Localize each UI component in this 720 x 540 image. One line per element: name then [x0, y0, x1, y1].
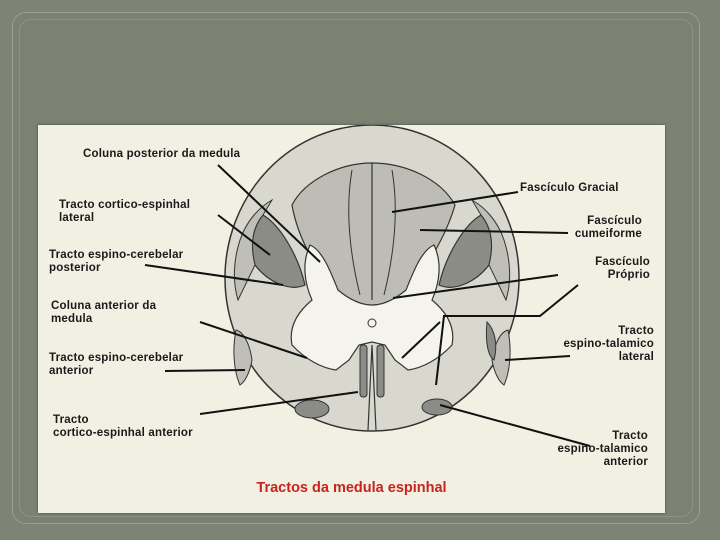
label-tracto-espino-cerebelar-anterior: Tracto espino-cerebelar anterior — [49, 352, 184, 377]
ventral-tract-right — [421, 398, 453, 416]
central-canal — [367, 318, 377, 328]
label-fasciculo-proprio: Fascículo Próprio — [595, 256, 650, 281]
figure-caption: Tractos da medula espinhal — [256, 480, 447, 496]
leader-fasciculo-gracial — [391, 191, 519, 213]
anterior-median-fissure — [367, 344, 377, 431]
figure-panel: Coluna posterior da medula Tracto cortic… — [38, 125, 665, 513]
leader-fasciculo-cuneiforme — [419, 229, 569, 234]
label-tracto-espino-talamico-lateral: Tracto espino-talamico lateral — [563, 325, 654, 363]
spinothalamic-lateral — [485, 320, 497, 361]
grey-matter — [290, 244, 454, 371]
label-tracto-cortico-espinhal-anterior: Tracto cortico-espinhal anterior — [53, 414, 193, 439]
leader-espino-cerebelar-posterior — [144, 264, 284, 286]
leader-espino-talamico-lateral-b — [401, 321, 441, 359]
anterior-corticospinal-left — [359, 344, 368, 398]
label-coluna-anterior: Coluna anterior da medula — [51, 300, 157, 325]
posterior-spinocerebellar-right — [470, 198, 511, 302]
leader-coluna-anterior — [199, 321, 308, 359]
label-tracto-espino-cerebelar-posterior: Tracto espino-cerebelar posterior — [49, 249, 184, 274]
leader-espino-talamico-anterior — [439, 404, 591, 447]
ventral-tract-left — [294, 399, 330, 419]
label-fasciculo-cuneiforme: Fascículo cumeiforme — [574, 215, 642, 240]
leader-coluna-posterior — [217, 164, 321, 263]
label-tracto-cortico-espinhal-lateral: Tracto cortico-espinhal lateral — [59, 199, 191, 224]
label-fasciculo-gracial: Fascículo Gracial — [520, 182, 619, 194]
label-tracto-espino-talamico-anterior: Tracto espino-talamico anterior — [557, 430, 648, 468]
spinal-cord-diagram — [144, 125, 591, 447]
gracile-boundary-right — [383, 169, 396, 296]
leader-espino-talamico-lateral-c — [504, 355, 571, 361]
gracile-boundary-left — [348, 169, 361, 296]
anterior-corticospinal-right — [376, 344, 385, 398]
leader-cortico-anterior — [199, 391, 359, 415]
label-coluna-posterior: Coluna posterior da medula — [83, 148, 241, 160]
anterior-spinocerebellar-left — [233, 329, 253, 386]
leader-cortico-lateral — [217, 214, 271, 256]
posterior-spinocerebellar-left — [233, 198, 274, 302]
leader-espino-cerebelar-anterior — [164, 369, 246, 372]
leader-lines — [144, 164, 591, 447]
leader-espino-talamico-lateral — [435, 284, 579, 386]
leader-fasciculo-proprio — [392, 274, 559, 299]
